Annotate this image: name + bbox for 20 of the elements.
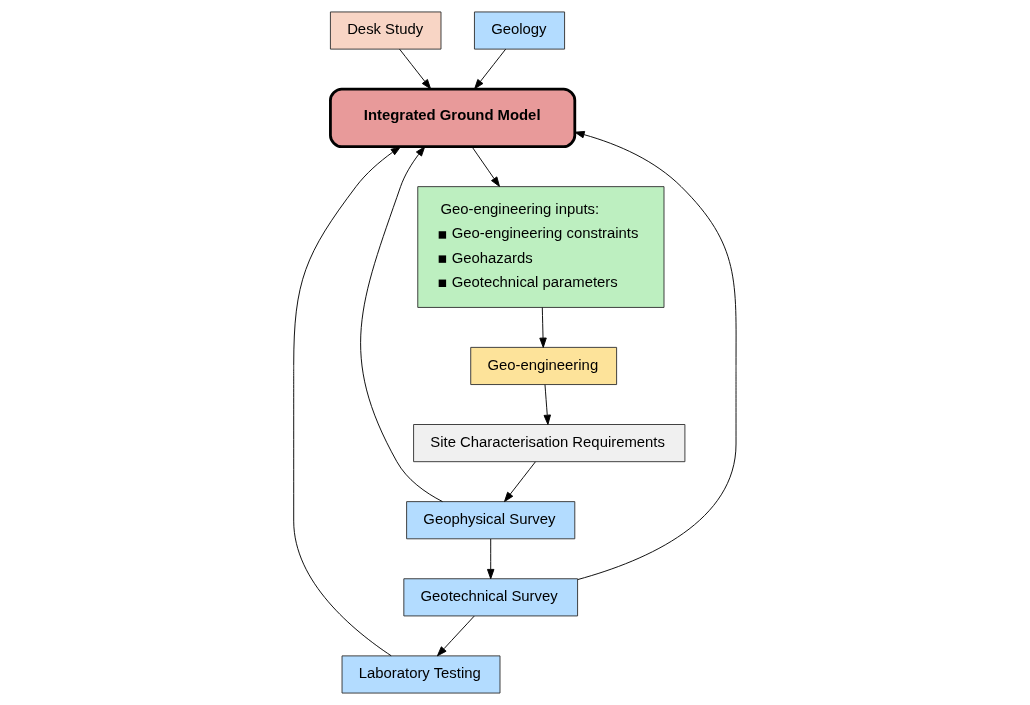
node-box: Site Characterisation Requirements — [413, 424, 686, 463]
arrow — [539, 307, 547, 348]
node-box: Desk Study — [329, 11, 442, 50]
node-box: Geology — [474, 11, 566, 50]
node-box: Geophysical Survey — [406, 501, 576, 540]
arrow — [543, 384, 551, 425]
node-box: Geotechnical Survey — [403, 578, 579, 617]
arrow — [471, 146, 500, 187]
arrow — [504, 461, 536, 503]
node-box: Geo-engineering inputs: Geo-engineering constraints Geohazards Geotechnical parameters — [417, 186, 665, 308]
node-box: Geo-engineering — [470, 346, 618, 386]
arrow — [360, 146, 443, 503]
arrow — [487, 538, 495, 580]
node-box: Laboratory Testing — [341, 655, 501, 694]
node-box: Integrated Ground Model — [329, 87, 577, 149]
arrow — [474, 48, 507, 90]
arrow — [293, 146, 401, 657]
arrow — [436, 615, 475, 657]
arrow — [574, 130, 737, 580]
arrow — [399, 48, 432, 90]
